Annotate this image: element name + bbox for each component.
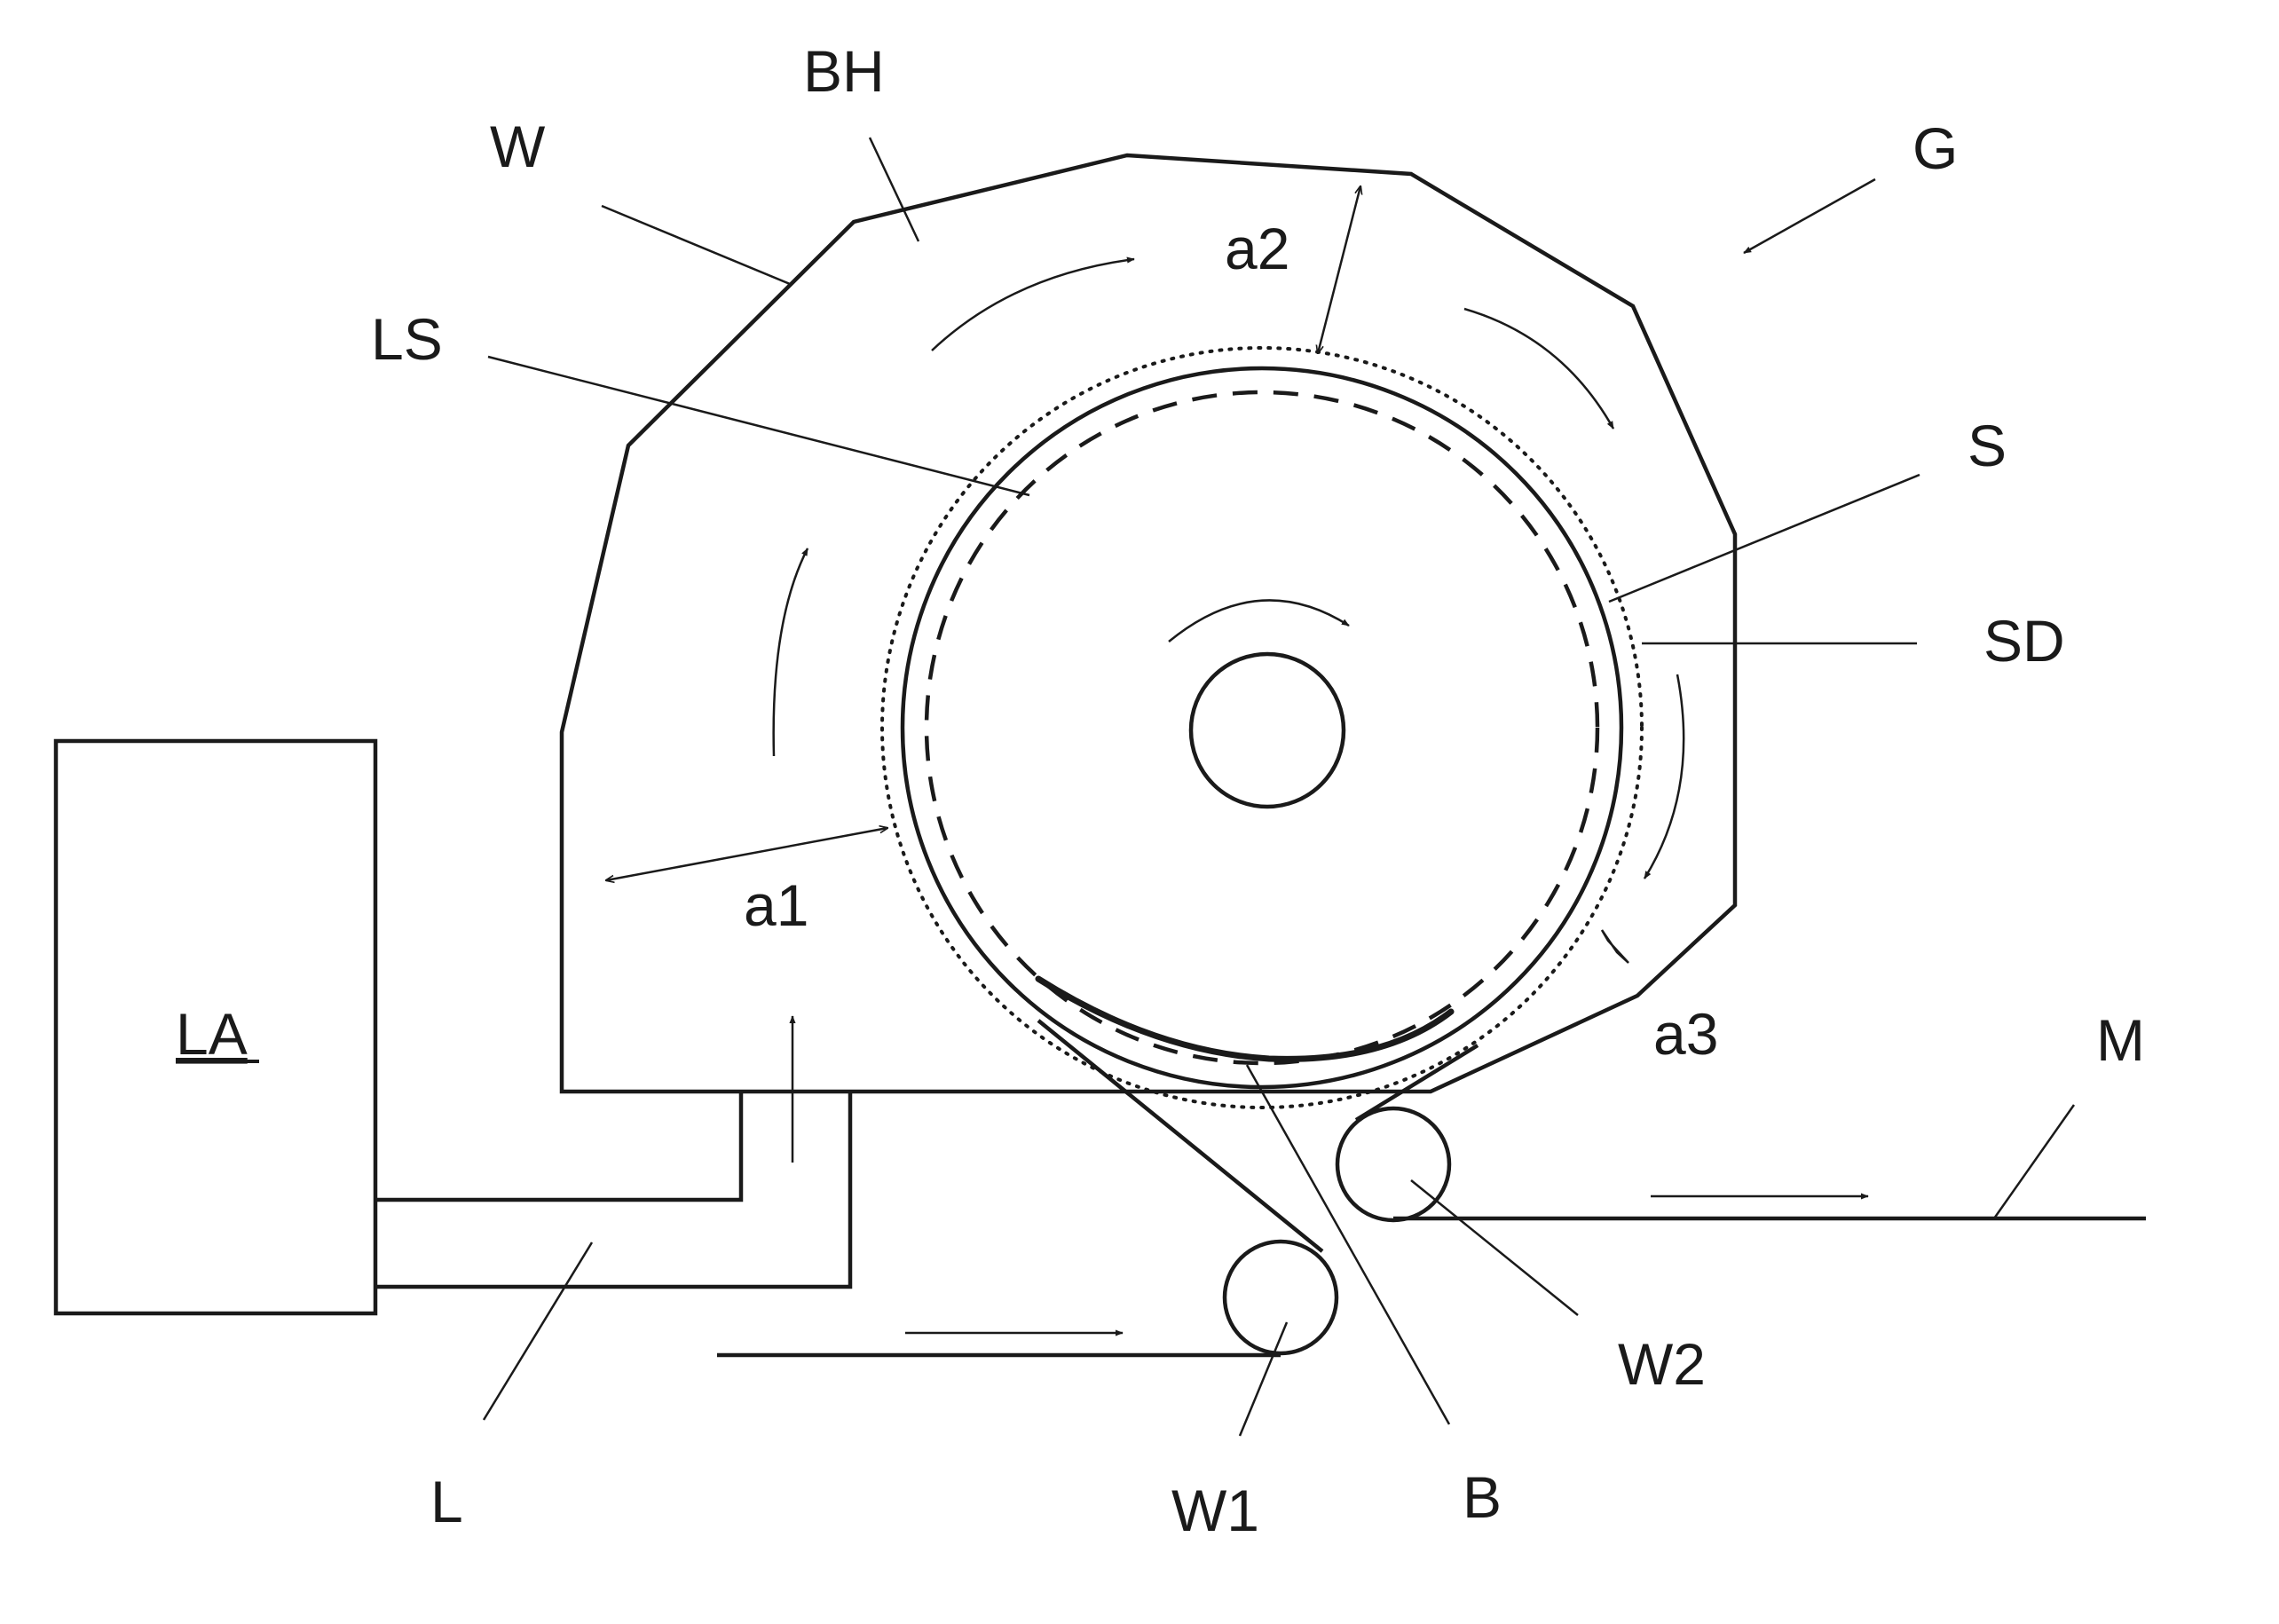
label-LA: LA <box>176 1001 248 1067</box>
circulation-arrow-right <box>1464 309 1613 429</box>
leader-LS <box>488 357 1029 495</box>
circulation-arrow-top <box>932 259 1134 351</box>
label-BH: BH <box>803 38 885 104</box>
circulation-arrow-left <box>774 548 808 756</box>
leader-W2 <box>1411 1180 1578 1315</box>
leader-L <box>484 1242 592 1420</box>
label-W2: W2 <box>1618 1331 1706 1397</box>
label-a3: a3 <box>1653 1001 1718 1067</box>
leader-S <box>1609 475 1920 602</box>
housing-outline <box>562 155 1735 1092</box>
label-W: W <box>490 114 546 179</box>
web-path-left <box>1038 1021 1322 1251</box>
G-pointer-arrow <box>1744 179 1875 253</box>
drum-shaft <box>1191 654 1344 807</box>
duct-L-upper <box>375 1092 741 1200</box>
leader-BH <box>870 138 919 241</box>
leader-M <box>1994 1105 2074 1218</box>
leader-W <box>602 206 790 284</box>
label-S: S <box>1968 413 2007 478</box>
circulation-arrow-lower-right <box>1644 674 1684 879</box>
label-LS: LS <box>371 306 443 372</box>
label-M: M <box>2096 1007 2145 1073</box>
label-B: B <box>1463 1464 1502 1530</box>
label-a1: a1 <box>744 872 808 938</box>
drum-dotted-circle <box>882 348 1642 1108</box>
dimension-a3-marker <box>1602 930 1628 963</box>
leader-W1 <box>1240 1322 1287 1436</box>
label-L: L <box>430 1469 463 1534</box>
roller-W2 <box>1337 1108 1449 1220</box>
drum-rotation-arrow <box>1169 600 1349 642</box>
drum-dashed-circle <box>927 392 1597 1063</box>
label-a2: a2 <box>1225 216 1289 281</box>
label-W1: W1 <box>1171 1478 1259 1543</box>
duct-L-lower <box>375 1092 850 1287</box>
label-SD: SD <box>1983 608 2065 674</box>
web-path-right <box>1356 1045 1478 1120</box>
leader-B <box>1247 1065 1449 1424</box>
dimension-a2 <box>1318 186 1360 353</box>
label-G: G <box>1912 115 1958 181</box>
drum-outer-circle <box>903 368 1621 1087</box>
